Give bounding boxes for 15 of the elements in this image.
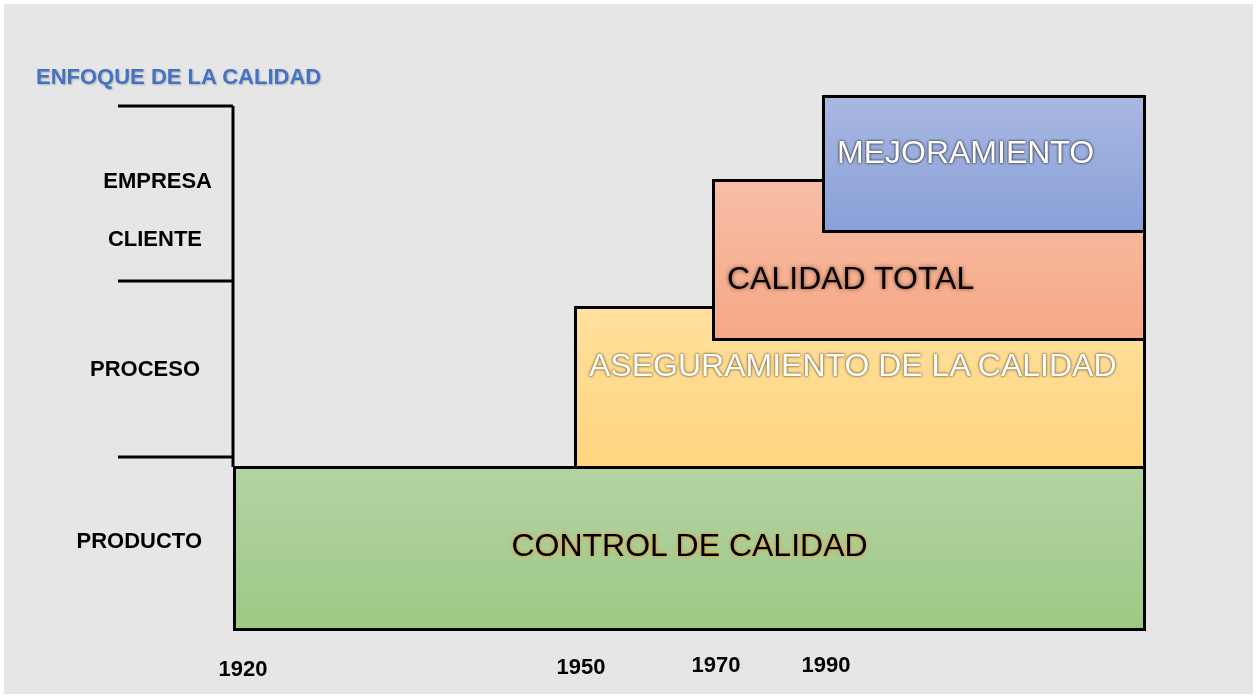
- focus-level-label: CLIENTE: [106, 225, 202, 253]
- diagram-title: ENFOQUE DE LA CALIDAD: [36, 63, 322, 91]
- focus-level-label: PROCESO: [88, 355, 200, 383]
- year-label: 1950: [555, 653, 607, 681]
- era-label: MEJORAMIENTO: [836, 133, 1096, 172]
- year-label: 1920: [217, 655, 269, 683]
- focus-level-label: EMPRESA: [102, 167, 212, 195]
- era-box: [233, 466, 1146, 631]
- year-label: 1970: [690, 651, 742, 679]
- era-label: CALIDAD TOTAL: [726, 259, 976, 298]
- era-label: CONTROL DE CALIDAD: [510, 525, 869, 565]
- era-label: ASEGURAMIENTO DE LA CALIDAD: [588, 346, 1118, 384]
- year-label: 1990: [800, 651, 852, 679]
- focus-level-label: PRODUCTO: [75, 527, 202, 555]
- era-box: [822, 95, 1146, 233]
